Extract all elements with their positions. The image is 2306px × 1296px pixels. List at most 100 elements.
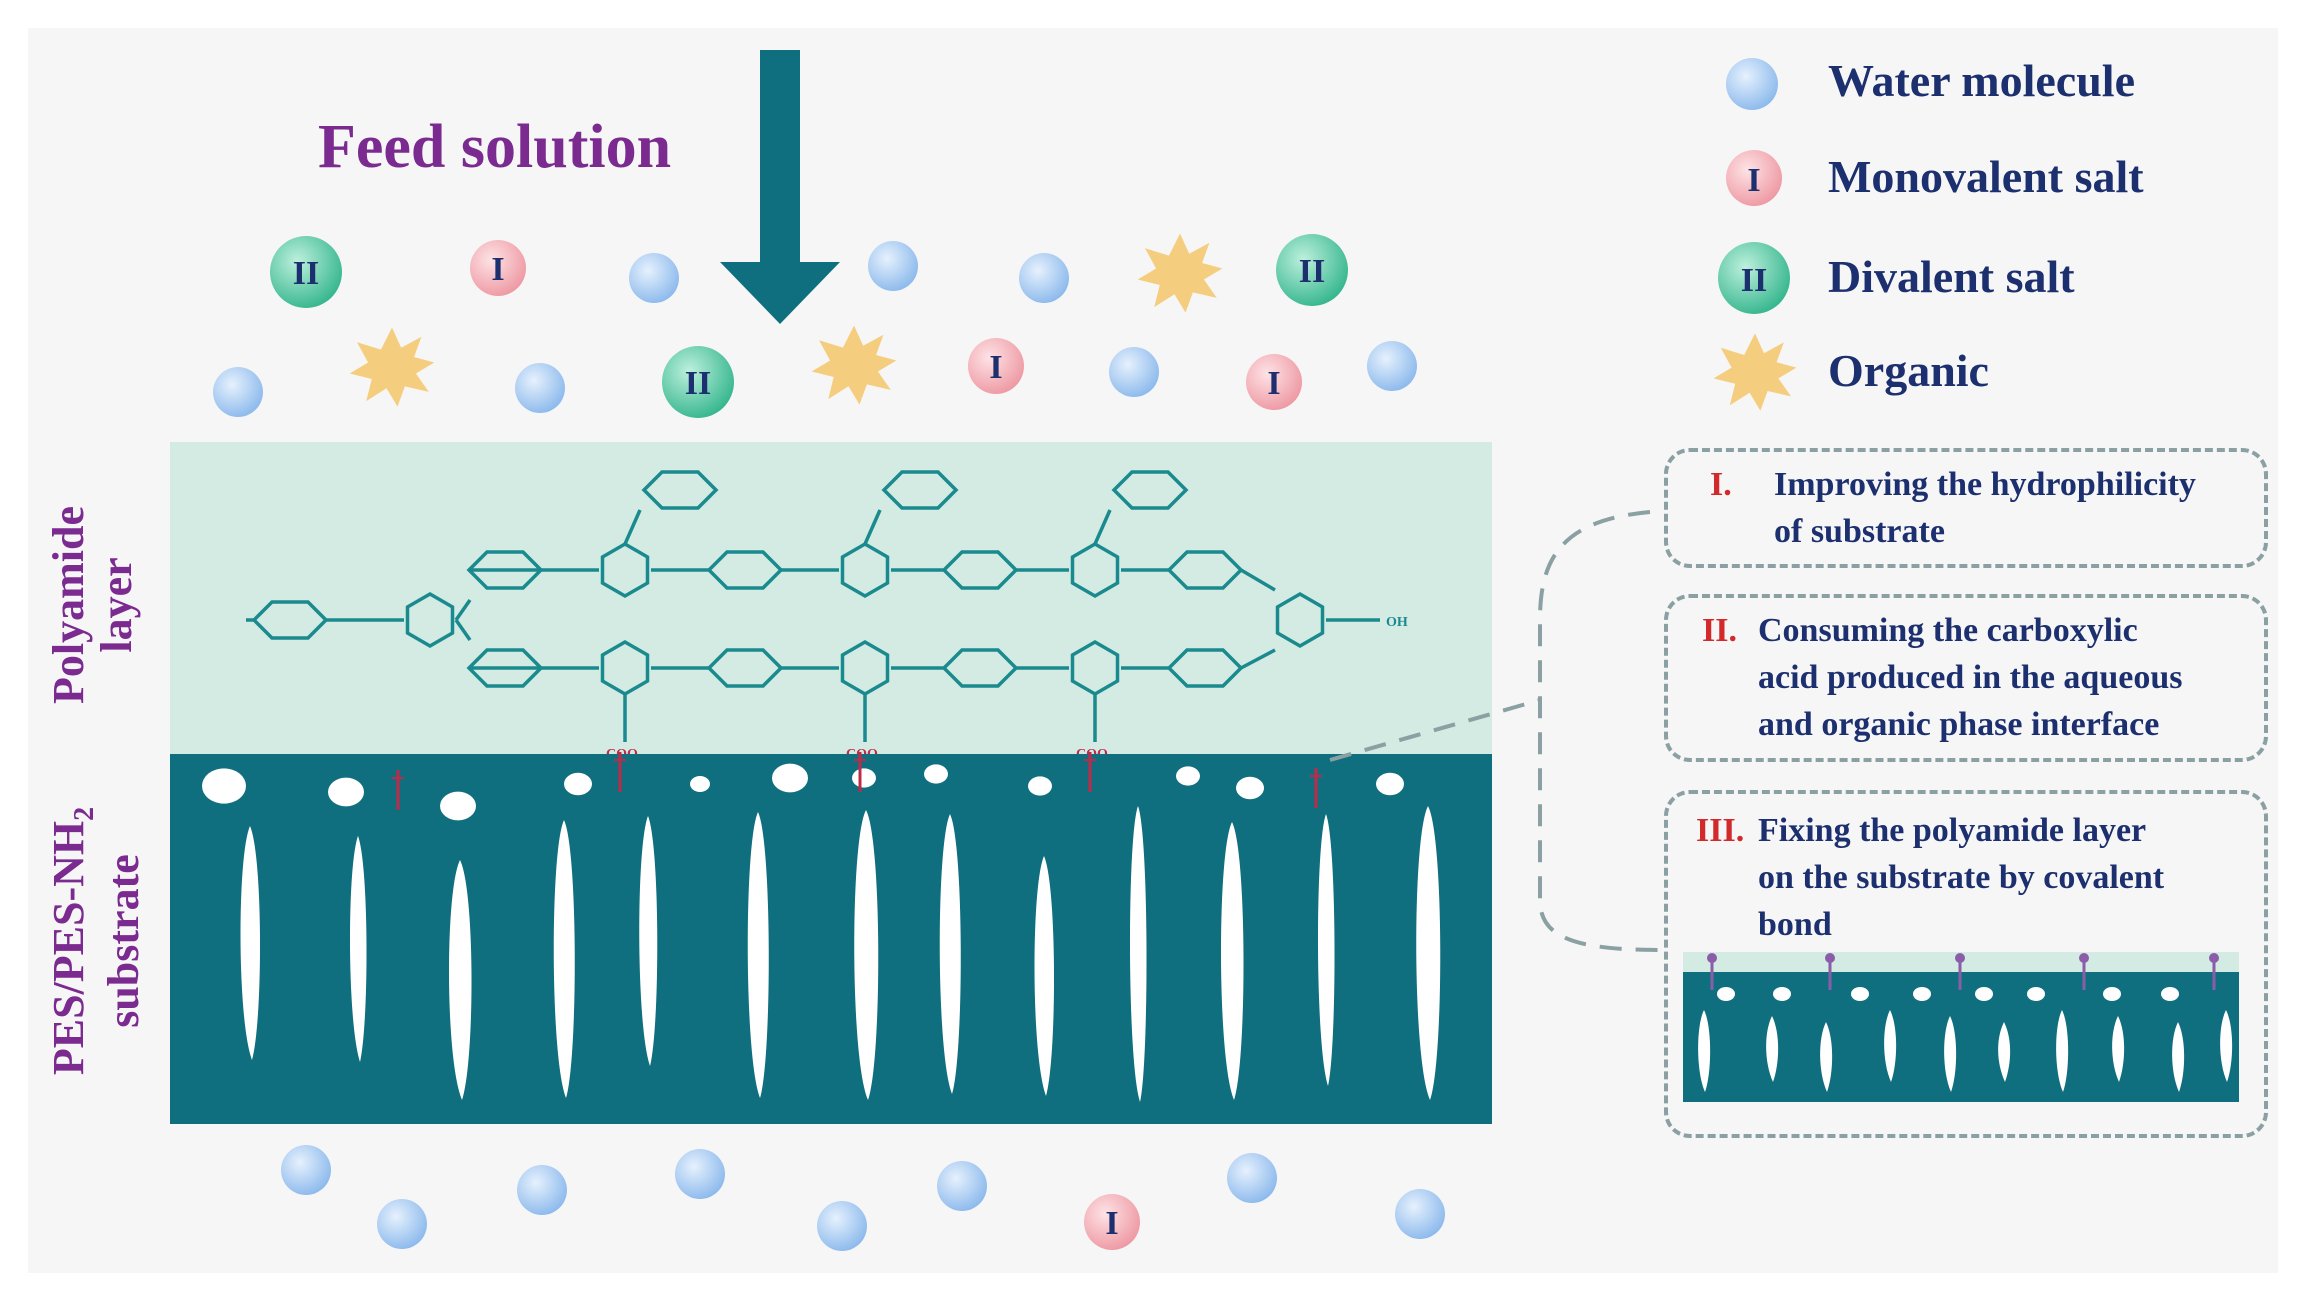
water-molecule bbox=[281, 1145, 331, 1195]
note-1-number: I. bbox=[1710, 466, 1732, 503]
surface-pore bbox=[1176, 766, 1200, 786]
note-2-line1: Consuming the carboxylic bbox=[1758, 612, 2138, 649]
mini-finger-pore bbox=[1698, 1010, 1711, 1092]
note-1-line1: Improving the hydrophilicity bbox=[1774, 466, 2196, 503]
mini-anchor-head bbox=[1955, 953, 1965, 963]
note-3-line2: on the substrate by covalent bbox=[1758, 858, 2165, 896]
polyamide-layer bbox=[170, 442, 1492, 754]
finger-pore bbox=[349, 836, 367, 1062]
divalent-salt: II bbox=[662, 346, 734, 418]
finger-pore bbox=[1034, 856, 1055, 1096]
surface-pore bbox=[924, 764, 948, 784]
note-3-line1: Fixing the polyamide layer bbox=[1758, 812, 2147, 849]
finger-pore bbox=[854, 810, 879, 1100]
anchor-link bbox=[1084, 752, 1096, 792]
substrate-layer-label: PES/PES-NH2 substrate bbox=[44, 731, 155, 1151]
note-box-3 bbox=[1664, 790, 2268, 1138]
note-box-1 bbox=[1664, 448, 2268, 568]
legend-divalent-label: Divalent salt bbox=[1828, 251, 2075, 302]
mini-anchor-head bbox=[1825, 953, 1835, 963]
substrate-pores bbox=[202, 763, 1441, 1102]
finger-pore bbox=[1416, 806, 1441, 1100]
ion-symbol: I bbox=[1267, 365, 1280, 402]
note-3: III. Fixing the polyamide layer on the su… bbox=[1696, 808, 2256, 948]
substrate-layer bbox=[170, 754, 1492, 1124]
organic-molecule bbox=[811, 325, 897, 405]
water-molecule bbox=[1395, 1189, 1445, 1239]
water-molecule bbox=[213, 367, 263, 417]
anchor-link bbox=[1310, 768, 1322, 808]
note-3-line3: bond bbox=[1758, 905, 1832, 943]
water-molecule bbox=[1227, 1153, 1277, 1203]
mini-surface-pore bbox=[1975, 987, 1993, 1001]
water-molecule bbox=[1109, 347, 1159, 397]
organic-molecule bbox=[349, 327, 435, 407]
mini-surface-pore bbox=[1773, 987, 1791, 1001]
mini-surface-pore bbox=[1717, 987, 1735, 1001]
organic-molecule bbox=[1137, 233, 1223, 313]
anchor-link bbox=[854, 752, 866, 792]
mini-finger-pore bbox=[2220, 1010, 2233, 1082]
mini-finger-pore bbox=[2172, 1022, 2185, 1092]
monovalent-salt: I bbox=[470, 240, 526, 296]
water-molecule bbox=[868, 241, 918, 291]
note-3-number: III. bbox=[1696, 812, 1745, 849]
legend-water-icon bbox=[1726, 58, 1778, 110]
mini-surface-pore bbox=[1913, 987, 1931, 1001]
legend-divalent-symbol: II bbox=[1741, 262, 1767, 299]
surface-pore bbox=[440, 791, 476, 821]
substrate-label-subscript: 2 bbox=[68, 806, 100, 821]
surface-pore bbox=[1376, 772, 1404, 796]
finger-pore bbox=[1220, 822, 1244, 1100]
note-connector bbox=[1329, 510, 1665, 952]
mini-anchor-head bbox=[2209, 953, 2219, 963]
ion-symbol: I bbox=[491, 251, 504, 288]
water-molecule bbox=[1019, 253, 1069, 303]
mini-finger-pore bbox=[1944, 1016, 1957, 1092]
mini-finger-pore bbox=[2112, 1016, 2125, 1082]
covalent-anchors bbox=[392, 752, 1322, 810]
anchor-link bbox=[614, 752, 626, 792]
water-molecule bbox=[937, 1161, 987, 1211]
divalent-salt: II bbox=[270, 236, 342, 308]
legend-monovalent-icon: I bbox=[1726, 150, 1782, 206]
mini-finger-pore bbox=[2056, 1010, 2069, 1092]
legend: I II bbox=[1713, 58, 1797, 411]
legend-organic-label: Organic bbox=[1828, 345, 1989, 396]
mini-surface-pore bbox=[2103, 987, 2121, 1001]
substrate-label-line2: substrate bbox=[99, 854, 149, 1028]
mini-surface-pore bbox=[2027, 987, 2045, 1001]
ion-symbol: II bbox=[293, 255, 319, 292]
water-molecule bbox=[515, 363, 565, 413]
legend-organic-icon bbox=[1713, 333, 1797, 411]
water-molecule bbox=[675, 1149, 725, 1199]
mini-surface-pore bbox=[1851, 987, 1869, 1001]
surface-pore bbox=[328, 777, 364, 807]
mini-anchor-head bbox=[2079, 953, 2089, 963]
water-molecule bbox=[377, 1199, 427, 1249]
polyamide-label-line2: layer bbox=[91, 557, 141, 653]
substrate-label-line1: PES/PES-NH bbox=[44, 820, 93, 1076]
finger-pore bbox=[448, 860, 472, 1100]
finger-pore bbox=[1317, 814, 1335, 1086]
ion-symbol: I bbox=[989, 349, 1002, 386]
mini-finger-pore bbox=[1820, 1022, 1833, 1092]
finger-pore bbox=[553, 820, 575, 1098]
monovalent-salt: I bbox=[968, 338, 1024, 394]
surface-pore bbox=[202, 768, 246, 804]
note-2-line3: and organic phase interface bbox=[1758, 705, 2160, 743]
mini-anchor-head bbox=[1707, 953, 1717, 963]
surface-pore bbox=[772, 763, 808, 793]
chem-label: OH bbox=[1386, 615, 1408, 630]
water-molecule bbox=[517, 1165, 567, 1215]
surface-pore bbox=[1028, 776, 1052, 796]
mini-finger-pore bbox=[1766, 1016, 1779, 1082]
finger-pore bbox=[747, 812, 769, 1098]
mini-surface-pore bbox=[2161, 987, 2179, 1001]
surface-pore bbox=[564, 772, 592, 796]
